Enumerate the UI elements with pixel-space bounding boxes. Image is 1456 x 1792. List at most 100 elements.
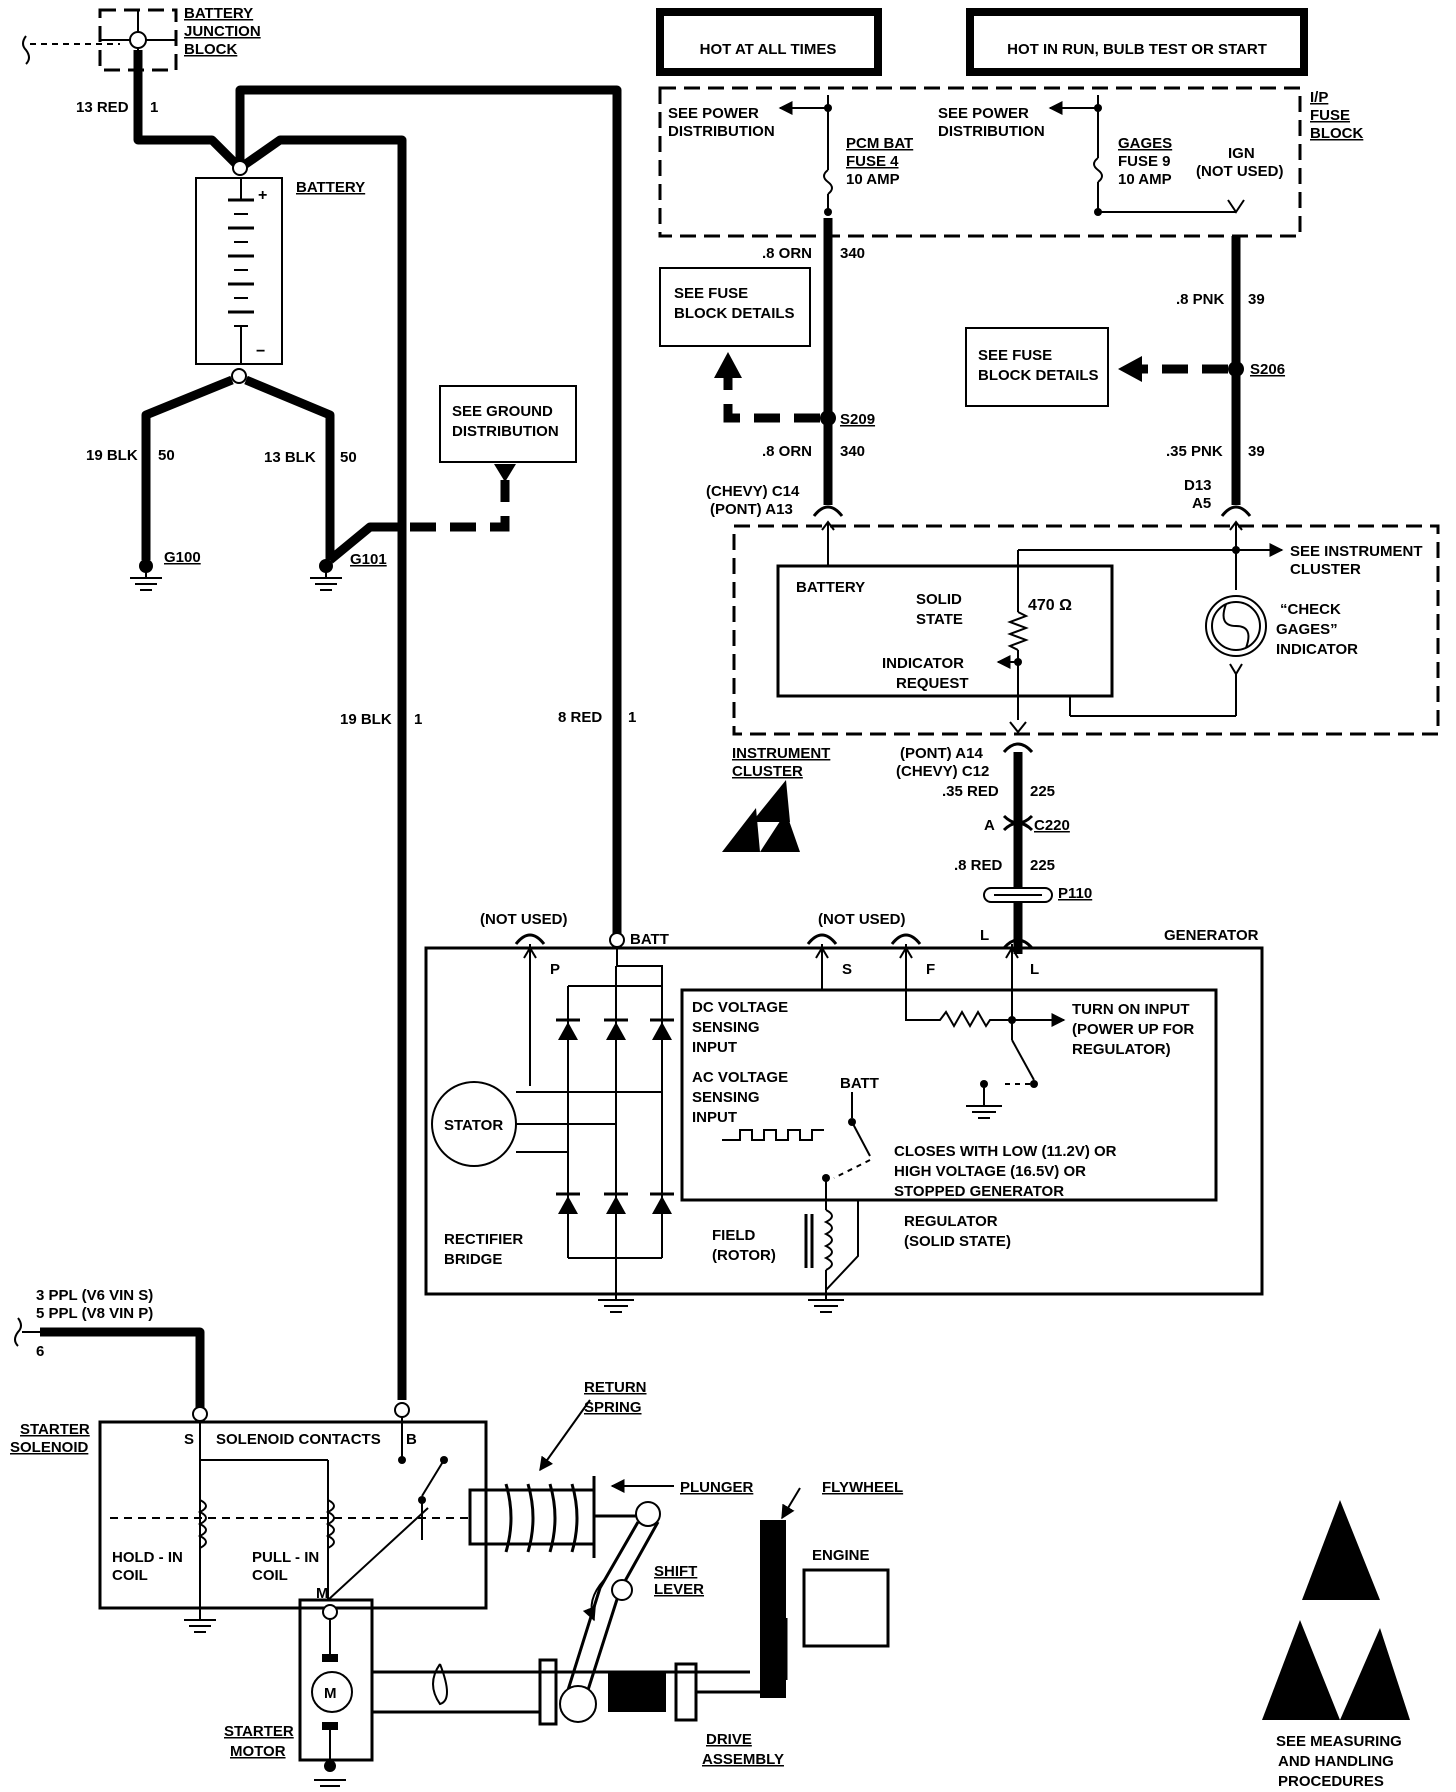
svg-text:F: F — [926, 961, 935, 978]
svg-text:HOLD - IN: HOLD - IN — [112, 1549, 183, 1566]
wire-8red-circuit: 1 — [628, 709, 636, 726]
svg-text:BLOCK DETAILS: BLOCK DETAILS — [674, 305, 795, 322]
battery-minus: − — [256, 343, 265, 360]
starter-motor: M — [298, 1598, 760, 1787]
svg-text:LEVER: LEVER — [654, 1581, 704, 1598]
svg-text:ENGINE: ENGINE — [812, 1547, 870, 1564]
svg-text:225: 225 — [1030, 857, 1055, 874]
svg-text:(SOLID STATE): (SOLID STATE) — [904, 1233, 1011, 1250]
svg-text:(NOT USED): (NOT USED) — [1196, 163, 1284, 180]
svg-text:P: P — [550, 961, 560, 978]
svg-text:.8 RED: .8 RED — [954, 857, 1003, 874]
svg-text:225: 225 — [1030, 783, 1055, 800]
svg-text:.35 PNK: .35 PNK — [1166, 443, 1223, 460]
plunger-spring — [468, 1476, 596, 1558]
svg-text:10 AMP: 10 AMP — [1118, 171, 1172, 188]
svg-text:CLUSTER: CLUSTER — [1290, 561, 1361, 578]
svg-text:M: M — [324, 1685, 337, 1702]
svg-text:SPRING: SPRING — [584, 1399, 642, 1416]
svg-text:FLYWHEEL: FLYWHEEL — [822, 1479, 903, 1496]
svg-text:REQUEST: REQUEST — [896, 675, 969, 692]
svg-text:INSTRUMENT: INSTRUMENT — [732, 745, 830, 762]
svg-text:GAGES”: GAGES” — [1276, 621, 1338, 638]
svg-text:STARTER: STARTER — [20, 1421, 90, 1438]
svg-text:STATOR: STATOR — [444, 1117, 503, 1134]
svg-text:.35 RED: .35 RED — [942, 783, 999, 800]
svg-text:DISTRIBUTION: DISTRIBUTION — [938, 123, 1045, 140]
svg-text:SOLENOID CONTACTS: SOLENOID CONTACTS — [216, 1431, 381, 1448]
ground-distribution-box: SEE GROUND DISTRIBUTION — [439, 385, 577, 463]
ground-g101: G101 — [310, 464, 516, 591]
svg-text:.8 ORN: .8 ORN — [762, 443, 812, 460]
g100-label: G100 — [164, 549, 201, 566]
wire-19blk-50-circuit: 50 — [158, 447, 175, 464]
svg-text:HIGH VOLTAGE (16.5V) OR: HIGH VOLTAGE (16.5V) OR — [894, 1163, 1086, 1180]
svg-text:SHIFT: SHIFT — [654, 1563, 697, 1580]
svg-text:BRIDGE: BRIDGE — [444, 1251, 502, 1268]
svg-text:COIL: COIL — [112, 1567, 148, 1584]
hot-at-all-times-header: HOT AT ALL TIMES — [656, 8, 882, 76]
svg-text:REGULATOR): REGULATOR) — [1072, 1041, 1171, 1058]
svg-text:JUNCTION: JUNCTION — [184, 23, 261, 40]
svg-text:SENSING: SENSING — [692, 1089, 760, 1106]
svg-text:HOT AT ALL TIMES: HOT AT ALL TIMES — [700, 41, 837, 58]
svg-text:CLOSES WITH LOW (11.2V) OR: CLOSES WITH LOW (11.2V) OR — [894, 1143, 1117, 1160]
svg-text:GENERATOR: GENERATOR — [1164, 927, 1259, 944]
svg-text:(CHEVY) C14: (CHEVY) C14 — [706, 483, 800, 500]
svg-text:IGN: IGN — [1228, 145, 1255, 162]
svg-text:3 PPL (V6 VIN S): 3 PPL (V6 VIN S) — [36, 1287, 153, 1304]
svg-text:FIELD: FIELD — [712, 1227, 755, 1244]
svg-text:(CHEVY) C12: (CHEVY) C12 — [896, 763, 989, 780]
svg-text:(NOT USED): (NOT USED) — [818, 911, 906, 928]
svg-text:STOPPED GENERATOR: STOPPED GENERATOR — [894, 1183, 1064, 1200]
fuse-block-details-box-1: SEE FUSE BLOCK DETAILS — [659, 267, 811, 347]
bjb-label-3: BLOCK — [184, 41, 237, 58]
bjb-label-2: JUNCTION — [184, 23, 261, 40]
wire-19blk-50-label: 19 BLK — [86, 447, 138, 464]
wire-13blk-label: 13 BLK — [264, 449, 316, 466]
svg-text:MOTOR: MOTOR — [230, 1743, 286, 1760]
wire-8red-1-top — [235, 85, 622, 935]
svg-text:COIL: COIL — [252, 1567, 288, 1584]
svg-text:.8 ORN: .8 ORN — [762, 245, 812, 262]
generator: GENERATOR (NOT USED) P BATT (NOT USED) S… — [424, 911, 1264, 1313]
svg-text:SENSING: SENSING — [692, 1019, 760, 1036]
wire-13blk-50 — [244, 375, 335, 560]
battery: 13 RED 1 + − BATTERY 19 BLK 50 13 BLK 50 — [76, 50, 622, 1400]
svg-text:39: 39 — [1248, 291, 1265, 308]
svg-text:SEE POWER: SEE POWER — [938, 105, 1029, 122]
svg-text:DRIVE: DRIVE — [706, 1731, 752, 1748]
svg-text:D13: D13 — [1184, 477, 1212, 494]
svg-text:S206: S206 — [1250, 361, 1285, 378]
svg-text:6: 6 — [36, 1343, 44, 1360]
svg-text:L: L — [1030, 961, 1039, 978]
battery-label: BATTERY — [296, 179, 365, 196]
svg-text:.8 PNK: .8 PNK — [1176, 291, 1225, 308]
svg-text:INPUT: INPUT — [692, 1109, 737, 1126]
svg-text:BLOCK: BLOCK — [184, 41, 237, 58]
svg-text:SOLID: SOLID — [916, 591, 962, 608]
svg-text:SOLENOID: SOLENOID — [10, 1439, 89, 1456]
ground-g100: G100 — [130, 549, 201, 591]
svg-text:STATE: STATE — [916, 611, 963, 628]
svg-text:“CHECK: “CHECK — [1280, 601, 1341, 618]
rectifier-bridge — [556, 966, 674, 1259]
svg-text:(NOT USED): (NOT USED) — [480, 911, 568, 928]
battery-cells — [228, 178, 254, 364]
svg-text:PCM BAT: PCM BAT — [846, 135, 913, 152]
svg-text:AND HANDLING: AND HANDLING — [1278, 1753, 1394, 1770]
bjb-label-1: BATTERY — [184, 5, 253, 22]
wire-8red-label: 8 RED — [558, 709, 602, 726]
svg-text:RETURN: RETURN — [584, 1379, 647, 1396]
svg-text:SEE POWER: SEE POWER — [668, 105, 759, 122]
svg-text:5 PPL (V8 VIN P): 5 PPL (V8 VIN P) — [36, 1305, 153, 1322]
svg-text:REGULATOR: REGULATOR — [904, 1213, 998, 1230]
svg-text:A5: A5 — [1192, 495, 1211, 512]
wire-13blk-circuit: 50 — [340, 449, 357, 466]
svg-text:FUSE 4: FUSE 4 — [846, 153, 899, 170]
svg-text:DISTRIBUTION: DISTRIBUTION — [668, 123, 775, 140]
svg-text:A: A — [984, 817, 995, 834]
svg-text:RECTIFIER: RECTIFIER — [444, 1231, 523, 1248]
fuse-block-details-box-2: SEE FUSE BLOCK DETAILS — [965, 327, 1109, 407]
